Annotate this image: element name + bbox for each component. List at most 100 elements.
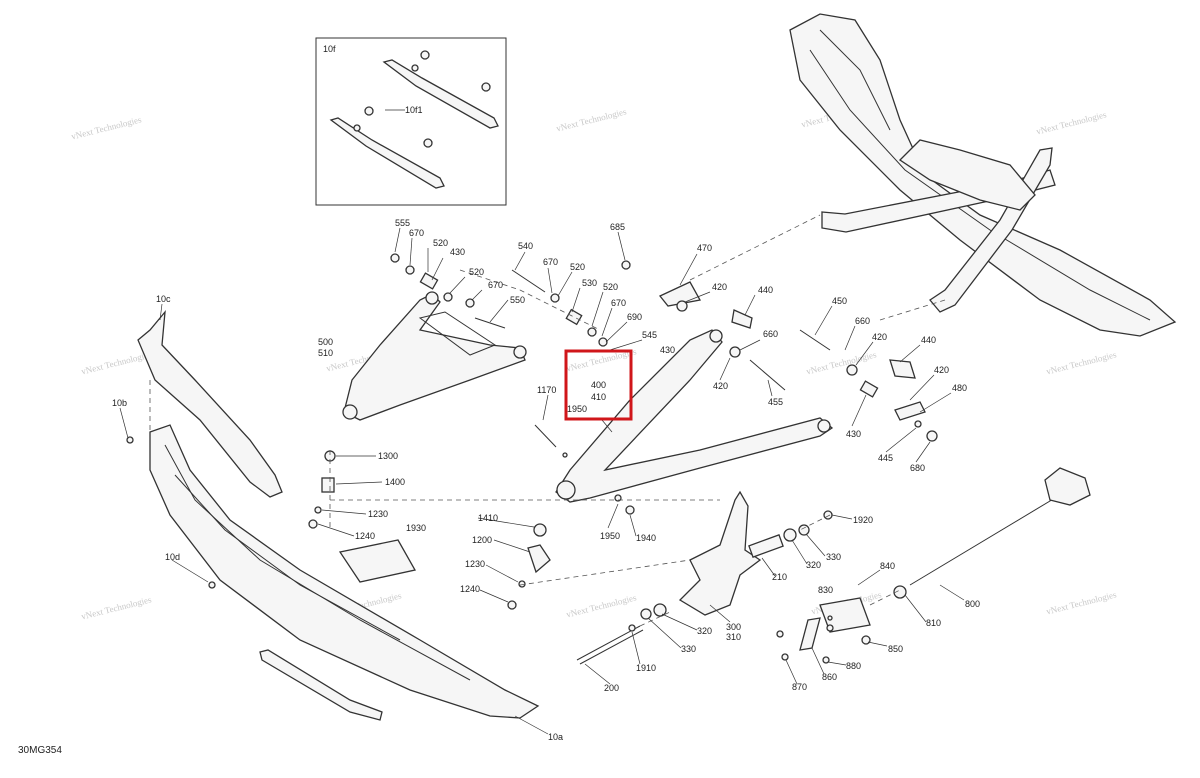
callout[interactable]: 10c — [156, 294, 171, 304]
callout[interactable]: 1300 — [378, 451, 398, 461]
callout[interactable]: 10a — [548, 732, 563, 742]
callout[interactable]: 540 — [518, 241, 533, 251]
inset-label: 10f — [323, 44, 336, 54]
callout[interactable]: 420 — [934, 365, 949, 375]
spindle — [576, 490, 810, 665]
nut — [420, 50, 430, 60]
callout[interactable]: 1930 — [406, 523, 426, 533]
callout[interactable]: 830 — [818, 585, 833, 595]
callout[interactable]: 470 — [697, 243, 712, 253]
callout[interactable]: 1940 — [636, 533, 656, 543]
callout[interactable]: 310 — [726, 632, 741, 642]
watermark: vNext Technologies — [805, 349, 878, 376]
watermark: vNext Technologies — [555, 106, 628, 133]
callout[interactable]: 880 — [846, 661, 861, 671]
ski-runner — [259, 649, 383, 721]
callout[interactable]: 10b — [112, 398, 127, 408]
callout[interactable]: 670 — [611, 298, 626, 308]
watermark: vNext Technologies — [80, 594, 153, 621]
highlight-box — [564, 349, 633, 421]
callout[interactable]: 870 — [792, 682, 807, 692]
callout[interactable]: 455 — [768, 397, 783, 407]
callout[interactable]: 445 — [878, 453, 893, 463]
callout[interactable]: 690 — [627, 312, 642, 322]
callout[interactable]: 200 — [604, 683, 619, 693]
callout[interactable]: 1230 — [368, 509, 388, 519]
callout[interactable]: 670 — [543, 257, 558, 267]
callout[interactable]: 10f1 — [405, 105, 423, 115]
lower-a-arm — [555, 329, 834, 503]
callout[interactable]: 430 — [660, 345, 675, 355]
callout[interactable]: 440 — [758, 285, 773, 295]
bracket-830 — [799, 597, 871, 651]
callout[interactable]: 330 — [681, 644, 696, 654]
callout[interactable]: 1400 — [385, 477, 405, 487]
callout[interactable]: 480 — [952, 383, 967, 393]
callout[interactable]: 520 — [570, 262, 585, 272]
callout[interactable]: 840 — [880, 561, 895, 571]
callout[interactable]: 500 — [318, 337, 333, 347]
callout[interactable]: 420 — [712, 282, 727, 292]
callout[interactable]: 520 — [469, 267, 484, 277]
callout[interactable]: 450 — [832, 296, 847, 306]
callout[interactable]: 660 — [855, 316, 870, 326]
watermark: vNext Technologies — [1045, 589, 1118, 616]
callout[interactable]: 850 — [888, 644, 903, 654]
nut — [481, 82, 491, 92]
callout[interactable]: 440 — [921, 335, 936, 345]
runner-upper — [382, 59, 499, 129]
callout[interactable]: 520 — [603, 282, 618, 292]
callout[interactable]: 1920 — [853, 515, 873, 525]
callout[interactable]: 550 — [510, 295, 525, 305]
watermark: vNext Technologies — [1045, 349, 1118, 376]
left-ski — [126, 309, 540, 721]
watermark: vNext Technologies — [1035, 109, 1108, 136]
steering-rod — [893, 467, 1091, 599]
callout[interactable]: 680 — [910, 463, 925, 473]
callout[interactable]: 420 — [713, 381, 728, 391]
watermark: vNext Technologies — [70, 114, 143, 141]
callout[interactable]: 685 — [610, 222, 625, 232]
callout[interactable]: 400 — [591, 380, 606, 390]
callout[interactable]: 430 — [846, 429, 861, 439]
inset-10f: 10f — [315, 37, 507, 206]
callout[interactable]: 410 — [591, 392, 606, 402]
callouts: 10f1 555 670 520 430 520 670 540 670 520… — [112, 105, 980, 742]
leader-lines — [119, 227, 965, 735]
ski-pad — [338, 539, 417, 583]
callout[interactable]: 1950 — [567, 404, 587, 414]
callout[interactable]: 1910 — [636, 663, 656, 673]
callout[interactable]: 510 — [318, 348, 333, 358]
callout[interactable]: 810 — [926, 618, 941, 628]
callout[interactable]: 210 — [772, 572, 787, 582]
callout[interactable]: 1170 — [537, 385, 556, 395]
nut — [411, 64, 419, 72]
callout[interactable]: 555 — [395, 218, 410, 228]
nut — [423, 138, 433, 148]
ski-handle — [137, 309, 283, 498]
callout[interactable]: 1230 — [465, 559, 485, 569]
runner-lower — [329, 117, 445, 189]
callout[interactable]: 860 — [822, 672, 837, 682]
callout[interactable]: 320 — [806, 560, 821, 570]
callout[interactable]: 1410 — [478, 513, 498, 523]
callout[interactable]: 1240 — [355, 531, 375, 541]
callout[interactable]: 545 — [642, 330, 657, 340]
callout[interactable]: 1200 — [472, 535, 492, 545]
callout[interactable]: 670 — [409, 228, 424, 238]
callout[interactable]: 520 — [433, 238, 448, 248]
callout[interactable]: 10d — [165, 552, 180, 562]
callout[interactable]: 670 — [488, 280, 503, 290]
callout[interactable]: 660 — [763, 329, 778, 339]
callout[interactable]: 1950 — [600, 531, 620, 541]
callout[interactable]: 320 — [697, 626, 712, 636]
callout[interactable]: 300 — [726, 622, 741, 632]
callout[interactable]: 420 — [872, 332, 887, 342]
callout[interactable]: 330 — [826, 552, 841, 562]
callout[interactable]: 1240 — [460, 584, 480, 594]
right-ski — [789, 13, 1177, 337]
callout[interactable]: 430 — [450, 247, 465, 257]
callout[interactable]: 530 — [582, 278, 597, 288]
callout[interactable]: 800 — [965, 599, 980, 609]
